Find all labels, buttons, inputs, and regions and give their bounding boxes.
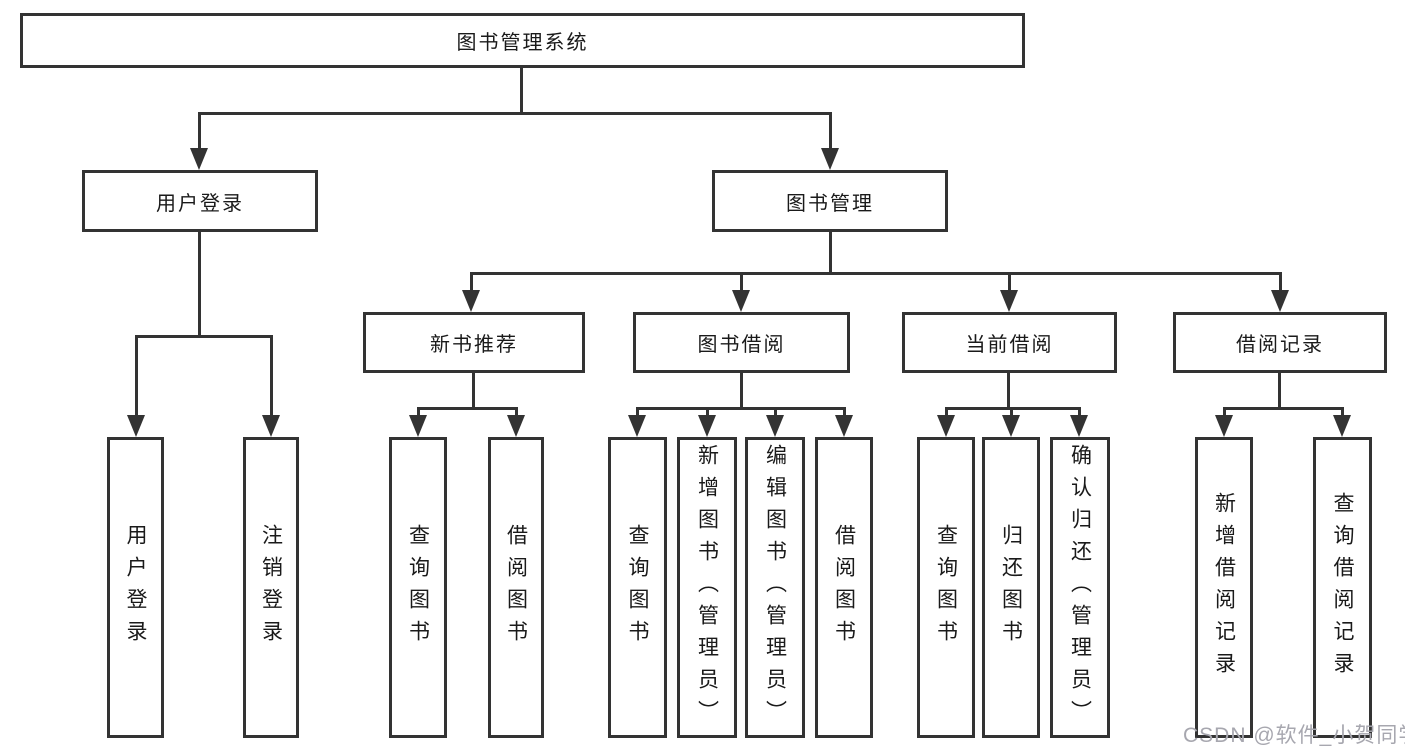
arrow-down-icon [190,148,208,170]
connector-drop-leaf [135,335,138,417]
arrow-down-icon [1215,415,1233,437]
connector-drop-leaf [515,407,518,419]
connector-group-branch [417,407,518,410]
connector-drop-level3 [1008,272,1011,292]
connector-group-branch [945,407,1081,410]
arrow-down-icon [127,415,145,437]
connector-drop-leaf [945,407,948,419]
connector-drop-leaf [774,407,777,419]
connector-drop-leaf [706,407,709,419]
arrow-down-icon [1271,290,1289,312]
connector-group-trunk [472,373,475,410]
connector-drop-book-management [829,112,832,150]
connector-drop-leaf [1078,407,1081,419]
connector-user-login-branch [135,335,273,338]
connector-drop-leaf [843,407,846,419]
connector-drop-leaf [1223,407,1226,419]
node-new-book-recommendation: 新书推荐 [363,312,585,373]
connector-drop-leaf [1010,407,1013,419]
connector-group-trunk [1278,373,1281,410]
arrow-down-icon [507,415,525,437]
arrow-down-icon [262,415,280,437]
leaf-query-books-borrowing: 查询图书 [608,437,667,738]
connector-drop-leaf [417,407,420,419]
leaf-add-borrow-record: 新增借阅记录 [1195,437,1253,738]
node-current-borrowing: 当前借阅 [902,312,1117,373]
connector-book-management-trunk [829,232,832,275]
arrow-down-icon [835,415,853,437]
connector-drop-user-login [198,112,201,150]
node-user-login: 用户登录 [82,170,318,232]
watermark: CSDN @软件_小贺同学 [1183,724,1405,747]
connector-drop-level3 [740,272,743,292]
connector-user-login-trunk [198,232,201,338]
leaf-edit-books-admin: 编辑图书（管理员） [745,437,805,738]
arrow-down-icon [462,290,480,312]
leaf-logout: 注销登录 [243,437,299,738]
arrow-down-icon [1000,290,1018,312]
leaf-query-books-current: 查询图书 [917,437,975,738]
connector-group-branch [1223,407,1343,410]
leaf-borrow-books-recommend: 借阅图书 [488,437,544,738]
connector-group-branch [636,407,846,410]
node-book-borrowing: 图书借阅 [633,312,850,373]
connector-drop-leaf [1341,407,1344,419]
arrow-down-icon [698,415,716,437]
connector-level2-branch [198,112,832,115]
node-book-management: 图书管理 [712,170,948,232]
arrow-down-icon [821,148,839,170]
arrow-down-icon [937,415,955,437]
leaf-confirm-return-admin: 确认归还（管理员） [1050,437,1110,738]
connector-drop-leaf [270,335,273,417]
leaf-query-books-recommend: 查询图书 [389,437,447,738]
connector-group-trunk [1007,373,1010,410]
connector-drop-leaf [636,407,639,419]
arrow-down-icon [766,415,784,437]
arrow-down-icon [732,290,750,312]
connector-root-trunk [520,68,523,114]
leaf-add-books-admin: 新增图书（管理员） [677,437,737,738]
connector-level3-branch [470,272,1282,275]
leaf-return-books: 归还图书 [982,437,1040,738]
leaf-query-borrow-record: 查询借阅记录 [1313,437,1372,738]
arrow-down-icon [1333,415,1351,437]
arrow-down-icon [628,415,646,437]
arrow-down-icon [1002,415,1020,437]
leaf-user-login: 用户登录 [107,437,164,738]
arrow-down-icon [409,415,427,437]
leaf-borrow-books-borrowing: 借阅图书 [815,437,873,738]
connector-drop-level3 [1279,272,1282,292]
node-library-management-system: 图书管理系统 [20,13,1025,68]
node-borrowing-records: 借阅记录 [1173,312,1387,373]
connector-drop-level3 [470,272,473,292]
connector-group-trunk [740,373,743,410]
arrow-down-icon [1070,415,1088,437]
